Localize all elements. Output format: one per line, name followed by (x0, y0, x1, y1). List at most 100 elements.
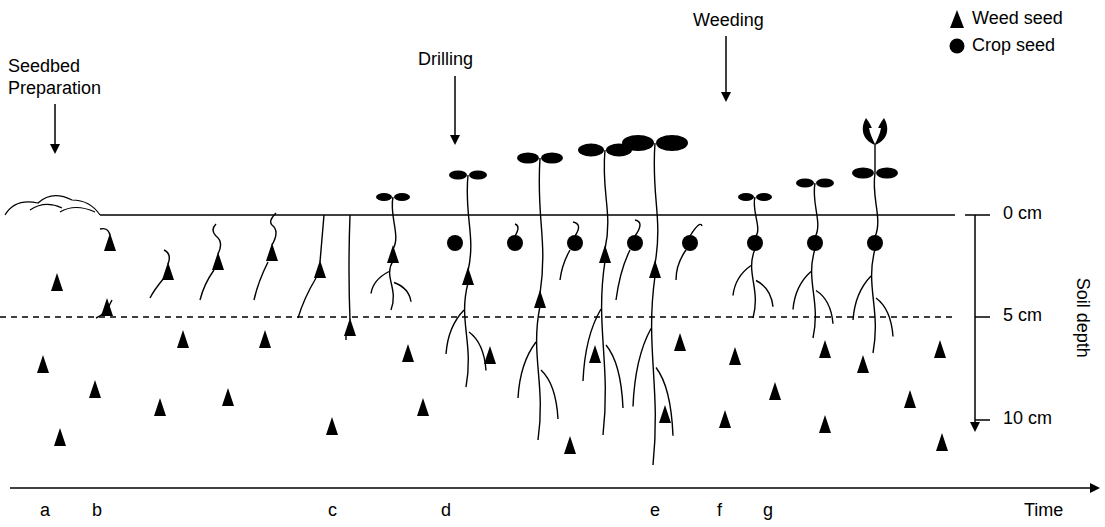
plant-stroke (150, 250, 169, 298)
weed-seed (729, 347, 741, 365)
plant-stroke (602, 261, 606, 435)
plant-stroke (583, 309, 601, 381)
legend-symbol (948, 36, 966, 56)
weed-seed (659, 405, 671, 423)
plant-stroke (371, 272, 389, 294)
plant-stroke (541, 370, 558, 419)
plant-stroke (539, 158, 543, 294)
weed-seed (314, 260, 326, 278)
plant-stroke (394, 283, 411, 302)
crop-seed (627, 235, 643, 251)
plant-stroke (392, 197, 396, 249)
weed-seed (417, 398, 429, 416)
plant-stroke (465, 283, 469, 387)
cotyledon (738, 193, 754, 201)
plant-stroke (298, 215, 324, 318)
event-arrow (454, 76, 456, 143)
cotyledon (756, 193, 772, 201)
weed-seed (564, 436, 576, 454)
depth-line (0, 316, 955, 318)
weed-seed (154, 398, 166, 416)
depth-label: 5 cm (1003, 305, 1042, 327)
weed-seed (344, 318, 356, 336)
plant-stroke (754, 197, 758, 237)
plant-stroke (200, 224, 221, 300)
plant-stroke (652, 276, 656, 465)
weed-seed (402, 344, 414, 362)
cotyledon (656, 135, 688, 151)
event-label: Drilling (418, 49, 473, 71)
plant-stroke (616, 220, 640, 300)
weed-seed (37, 355, 49, 373)
crop-seed (507, 235, 523, 251)
time-point: b (92, 500, 102, 522)
event-arrow (725, 36, 727, 100)
plant-stroke (816, 291, 833, 324)
crop-seed (447, 235, 463, 251)
plant-stroke (752, 249, 756, 318)
plant-stroke (446, 310, 464, 354)
legend-text: Weed seed (972, 8, 1063, 30)
time-point: d (441, 500, 451, 522)
weed-seed (484, 346, 496, 364)
weed-seed (162, 262, 174, 280)
plant-stroke (96, 300, 112, 318)
soil-clods (5, 196, 100, 215)
depth-label: 0 cm (1003, 203, 1042, 225)
time-point: f (717, 500, 722, 522)
plant-stroke (469, 332, 486, 371)
weed-seed (222, 388, 234, 406)
plant-stroke (390, 261, 394, 310)
cotyledon (449, 171, 467, 180)
plant-stroke (604, 150, 608, 249)
time-point: g (763, 500, 773, 522)
plant-stroke (812, 249, 816, 338)
plant-stroke (793, 272, 811, 310)
legend-text: Crop seed (972, 35, 1055, 57)
legend-entry: Crop seed (948, 35, 1055, 57)
plant-stroke (346, 215, 350, 340)
crop-seed (682, 235, 698, 251)
plant-stroke (876, 298, 893, 337)
cotyledon (852, 168, 874, 179)
depth-ticks (965, 215, 990, 420)
cotyledon (816, 179, 834, 188)
weed-seed (719, 410, 731, 428)
plant-stroke (633, 329, 651, 407)
depth-arrow (974, 215, 976, 430)
plant-stroke (467, 175, 471, 271)
plant-stroke (560, 222, 579, 280)
plant-stroke (676, 224, 702, 280)
weed-seed (89, 380, 101, 398)
time-point: a (40, 500, 50, 522)
cotyledon (469, 171, 487, 180)
time-point: c (328, 500, 337, 522)
time-axis (10, 487, 1098, 489)
plant-stroke (515, 224, 518, 236)
weed-seed (674, 333, 686, 351)
weed-seed (266, 243, 278, 261)
weed-seed (589, 345, 601, 363)
plant-stroke (606, 345, 623, 408)
plant-stroke (872, 249, 876, 353)
event-arrow (54, 104, 56, 152)
plant-stroke (874, 145, 875, 173)
plant-stroke (100, 229, 110, 235)
event-label: Seedbed Preparation (8, 56, 158, 99)
weed-seed (819, 415, 831, 433)
cotyledon (796, 179, 814, 188)
weed-seed (934, 340, 946, 358)
time-point: e (650, 500, 660, 522)
plant-stroke (518, 342, 536, 398)
weed-seed (54, 428, 66, 446)
cotyledon (541, 153, 563, 164)
crop-seed (867, 235, 883, 251)
weed-seed (819, 340, 831, 358)
weed-seed (259, 330, 271, 348)
depth-label: 10 cm (1003, 408, 1052, 430)
plant-stroke (654, 143, 658, 264)
plant-stroke (814, 183, 818, 237)
plant-stroke (537, 306, 541, 440)
cotyledon (876, 168, 898, 179)
